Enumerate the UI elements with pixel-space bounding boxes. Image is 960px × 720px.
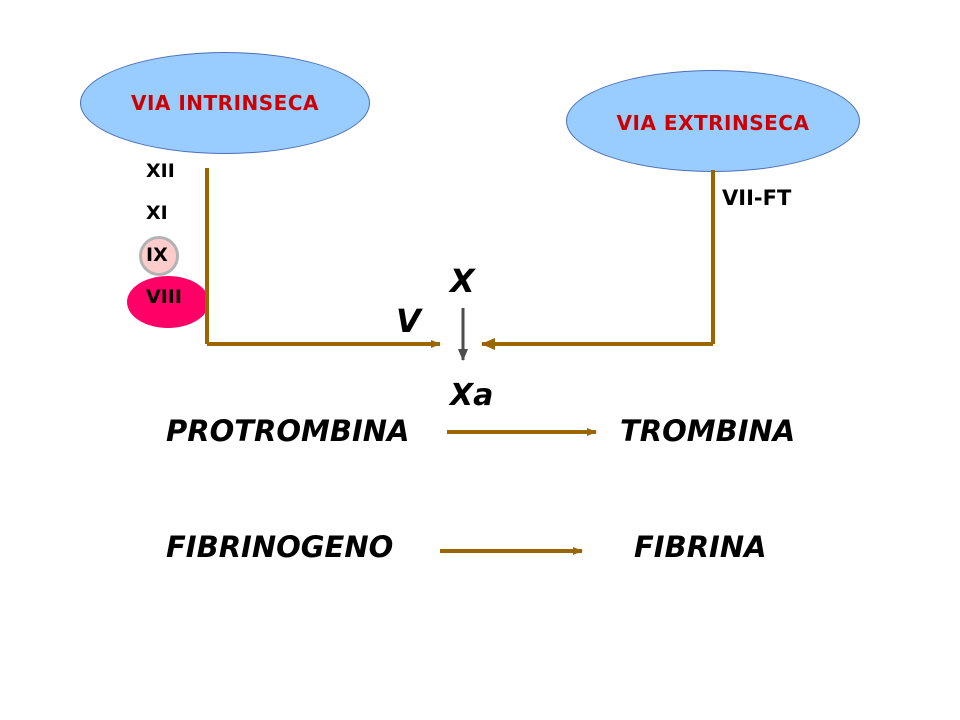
factor-xii-label: XII <box>146 160 175 182</box>
factor-v-label: V <box>396 302 421 340</box>
fibrinogen-label: FIBRINOGENO <box>166 530 394 564</box>
intrinsic-pathway-ellipse: VIA INTRINSECA <box>80 52 370 154</box>
factor-viii-highlight <box>127 276 209 328</box>
factor-viii-label: VIII <box>146 286 182 308</box>
prothrombin-label: PROTROMBINA <box>166 414 410 448</box>
extrinsic-pathway-label: VIA EXTRINSECA <box>616 111 810 135</box>
factor-vii-ft-label: VII-FT <box>722 186 792 210</box>
factor-ix-label: IX <box>146 244 168 266</box>
factor-ix-highlight <box>139 236 179 276</box>
intrinsic-pathway-label: VIA INTRINSECA <box>131 91 319 115</box>
factor-xa-label: Xa <box>450 378 494 413</box>
fibrin-label: FIBRINA <box>634 530 767 564</box>
thrombin-label: TROMBINA <box>620 414 796 448</box>
factor-x-label: X <box>450 262 475 300</box>
factor-xi-label: XI <box>146 202 168 224</box>
